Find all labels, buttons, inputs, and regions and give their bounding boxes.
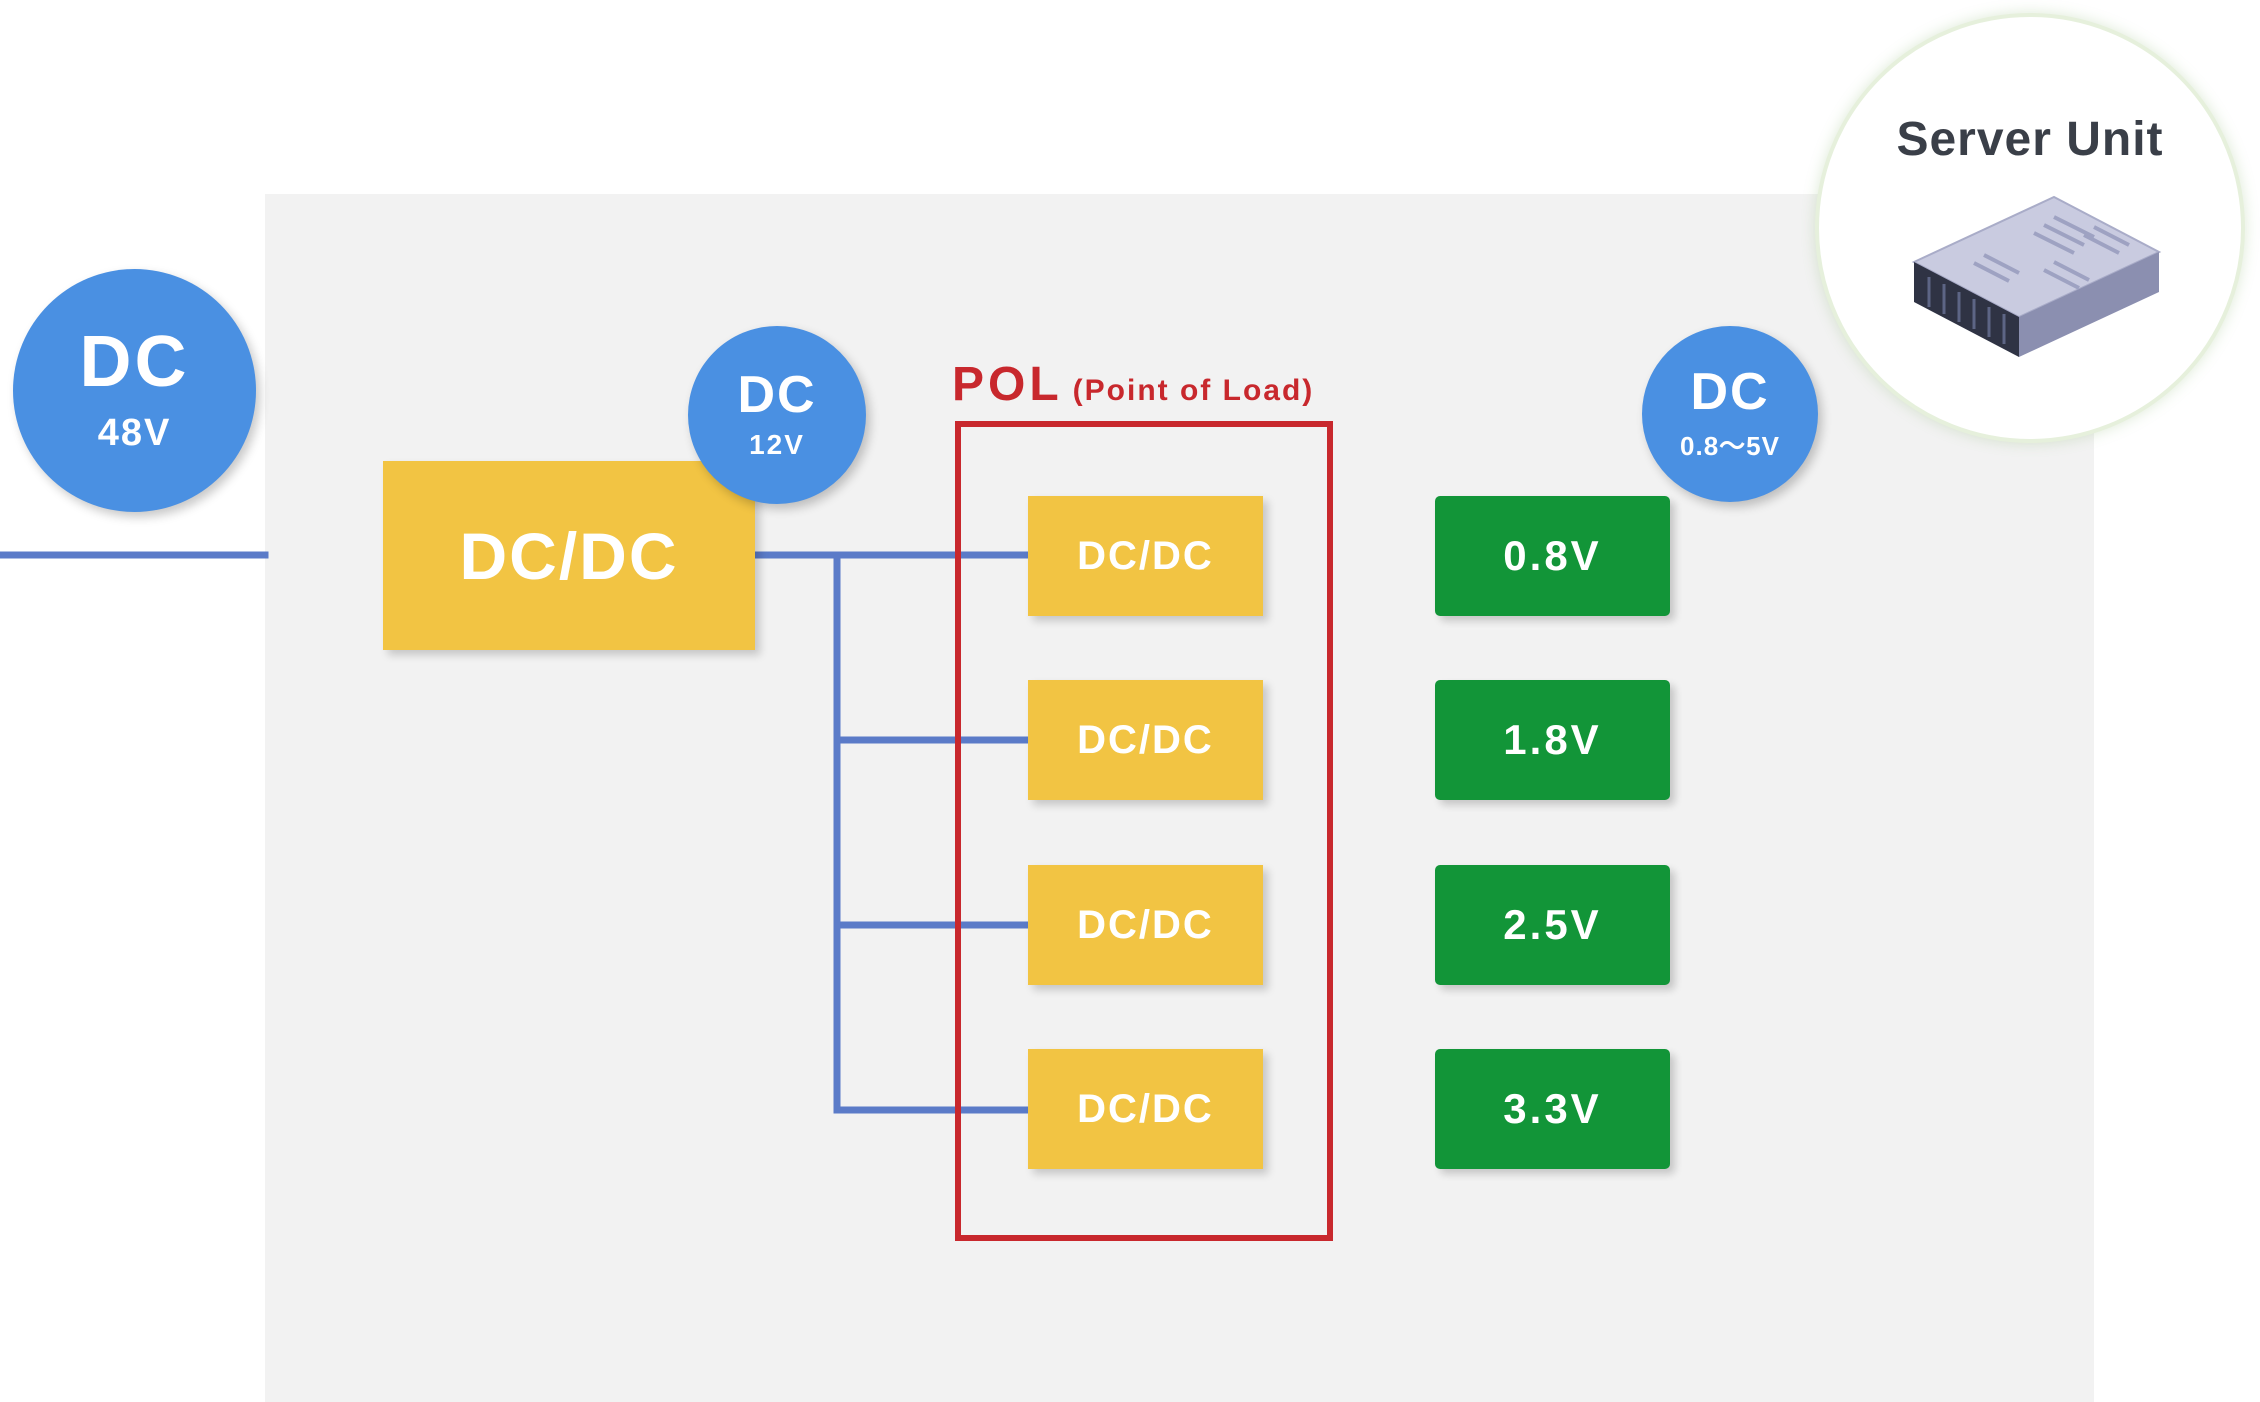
pol-converter-4: DC/DC xyxy=(1028,1049,1263,1169)
server-unit-title: Server Unit xyxy=(1896,113,2164,166)
server-unit-badge: Server Unit xyxy=(1815,13,2245,443)
pol-label: POL (Point of Load) xyxy=(952,357,1314,412)
pol-converter-3: DC/DC xyxy=(1028,865,1263,985)
bus-dc-12v-bubble: DC 12V xyxy=(688,326,866,504)
output-voltage-4: 3.3V xyxy=(1435,1049,1670,1169)
pol-group-box xyxy=(955,421,1333,1241)
output-voltage-1: 0.8V xyxy=(1435,496,1670,616)
pol-title: POL xyxy=(952,358,1063,411)
input-dc-label: DC xyxy=(79,322,190,402)
main-dcdc-converter: DC/DC xyxy=(383,461,755,650)
output-dc-range-bubble: DC 0.8〜5V xyxy=(1642,326,1818,502)
bus-voltage-label: 12V xyxy=(749,429,805,460)
output-dc-label: DC xyxy=(1690,362,1770,421)
pol-subtitle: (Point of Load) xyxy=(1072,374,1315,407)
input-voltage-label: 48V xyxy=(97,412,172,454)
bus-dc-label: DC xyxy=(737,366,817,424)
output-voltage-range-label: 0.8〜5V xyxy=(1680,430,1780,461)
output-voltage-3: 2.5V xyxy=(1435,865,1670,985)
server-rack-icon xyxy=(1911,195,2162,357)
input-dc-48v-bubble: DC 48V xyxy=(13,269,256,512)
pol-converter-2: DC/DC xyxy=(1028,680,1263,800)
pol-converter-1: DC/DC xyxy=(1028,496,1263,616)
output-voltage-2: 1.8V xyxy=(1435,680,1670,800)
